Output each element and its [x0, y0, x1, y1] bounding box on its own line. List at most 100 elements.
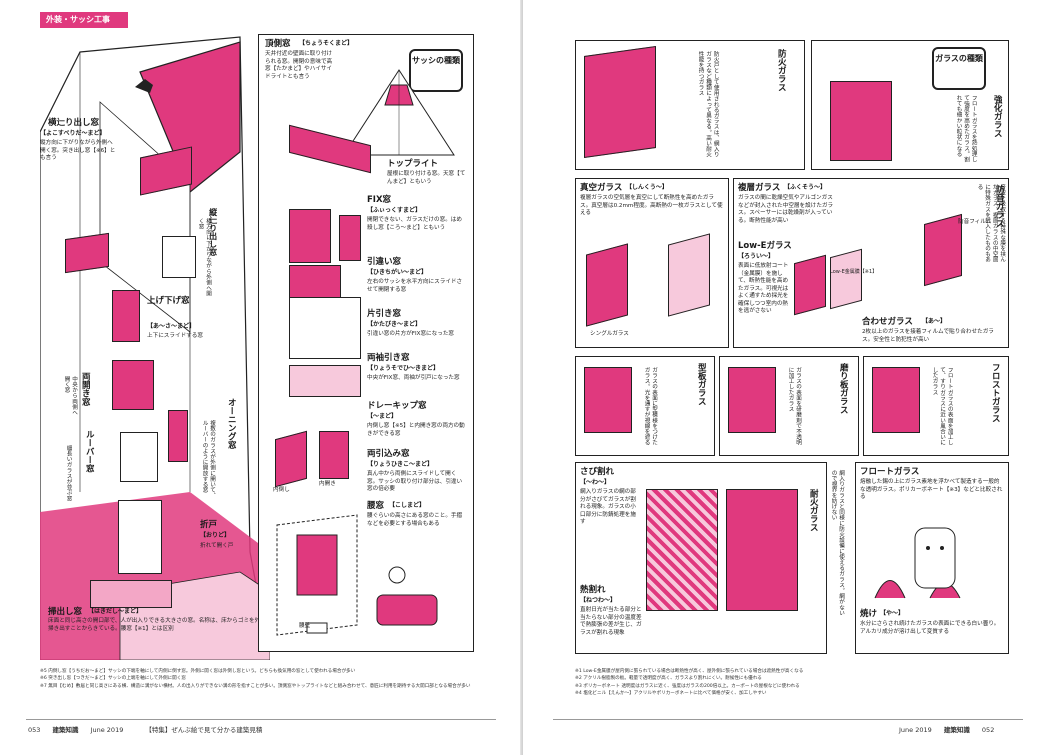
glass-kyoka [830, 81, 892, 161]
reading-drey: 【〜まど】 [367, 413, 398, 420]
label-hikichigai: 引違い窓 [367, 257, 402, 267]
reading-fukuso: 【ふくそう〜】 [784, 184, 827, 191]
desc-ryobiraki: 中央から両側へ開く窓 [63, 376, 78, 416]
caption-lowe-film: Low-E金属膜【※1】 [830, 269, 878, 275]
magazine-name-right: 建築知識 [943, 726, 970, 734]
left-page: 外装・サッシ工事 横辷り出し窓 【よこすべりだ〜まど】 縦方向に下がりながら外側… [0, 0, 522, 755]
desc-hikichigai: 左右のサッシを水平方向にスライドさせて開閉する窓 [367, 279, 463, 293]
footnote-4: ※4 塩化ビニル【えんか〜】アクリルやポリカーボネートに比べて価格が安く、加工し… [575, 691, 767, 697]
label-oning: オーニング窓 [226, 398, 237, 449]
label-toplight: トップライト [387, 159, 439, 169]
label-shinku: 真空ガラス [580, 183, 623, 193]
label-bouon: 防音ガラス [994, 185, 1005, 228]
label-agesage: 上げ下げ窓 [147, 296, 190, 306]
label-fukuso: 複層ガラス [738, 183, 781, 193]
label-lowe: Low-Eガラス [738, 241, 792, 251]
footnote-3: ※3 ポリカーボネート 透明度はガラスに近く、強度はガラスの200倍以上。カーポ… [575, 683, 800, 689]
desc-louver: 細長いガラスが並ぶ窓 [65, 445, 72, 501]
desc-netsuware: 直射日光が当たる部分と当たらない部分の温度差で熱膨張の差が生じ、ガラスが割れる現… [580, 607, 642, 636]
reading-shinku: 【しんくう〜】 [626, 184, 668, 191]
caption-single: シングルガラス [590, 331, 629, 337]
desc-suri: ガラスの表面を研磨剤で不透明に加工したガラス [787, 367, 802, 446]
label-yokosuberi: 横辷り出し窓 [48, 118, 100, 128]
window-tatesuberi [65, 232, 109, 274]
footnote-2: ※2 アクリル樹脂製の板。軽量で透明度が高く、ガラスより割れにくい。耐候性にも優… [575, 676, 762, 682]
window-louver [120, 432, 158, 482]
reading-fix: 【ふぃっくすまど】 [367, 207, 422, 214]
desc-lowe: 表面に低放射コート（金属膜）を施して、断熱性能を高めたガラス。可視光はよく通すた… [738, 263, 789, 315]
toplight-svg [343, 69, 455, 156]
desc-tenso: 天井付近の壁面に取り付けられる窓。開閉の意味で高窓【たかまど】やハイサイドライト… [265, 51, 333, 80]
label-tenso: 頂側窓 [265, 39, 291, 49]
desc-drey: 内倒し窓【※5】と内開き窓の両方の動きができる窓 [367, 423, 465, 437]
label-yake: 焼け [860, 609, 878, 619]
book-gutter [520, 0, 525, 755]
desc-bouon: 音波を吸収する特殊な膜を挟んだガラス。複層ガラスの中空層に特殊ガスを封入したもの… [976, 184, 1006, 263]
reading-hikichigai: 【ひきちがい〜まど】 [367, 269, 428, 276]
reading-ryosode: 【りょうそでひ〜きまど】 [367, 365, 440, 372]
footnote-7: ※7 無目【むめ】敷居と同じ高さにある横、構造に溝がない横材。人の出入りができな… [40, 683, 471, 689]
label-taika: 耐火ガラス [808, 489, 819, 532]
issue-right: June 2019 [899, 726, 932, 734]
desc-tatesuberi: 横方向に下がりながら外側へ開く窓 [197, 218, 212, 297]
right-footnotes: ※1 Low-E金属膜が屋内側に張られている場合は断熱性が高く、屋外側に張られて… [575, 668, 1015, 697]
right-footer: June 2019 建築知識 052 [899, 724, 994, 734]
label-kata: 型板ガラス [696, 363, 707, 406]
footnote-5: ※5 内倒し窓【うちだお〜まど】サッシの下端を軸にして内側に倒す窓。外側に開く窓… [40, 669, 356, 674]
label-kyoka: 強化ガラス [992, 95, 1003, 138]
panel-suri: 磨り板ガラス ガラスの表面を研磨剤で不透明に加工したガラス [719, 356, 859, 456]
label-drey: ドレーキップ窓 [367, 401, 427, 411]
label-koshi: 腰窓 [367, 501, 385, 511]
desc-frost: フロートガラスの表面を加工して、すりガラスに近い風合いにしたガラス [931, 367, 953, 446]
label-tatesuberi: 縦辷り出し窓 [208, 208, 218, 256]
label-suri: 磨り板ガラス [838, 363, 849, 414]
label-awase: 合わせガラス [862, 317, 913, 327]
reading-tenso: 【ちょうそくまど】 [299, 40, 354, 47]
left-footnotes: ※5 内倒し窓【うちだお〜まど】サッシの下端を軸にして内側に倒す窓。外側に開く窓… [40, 668, 480, 690]
page-number-left: 053 [28, 726, 41, 734]
desc-koshi: 腰ぐらいの高さにある窓のこと。手摺などを必要とする場合もある [367, 513, 463, 527]
caption-koshikabe: 腰壁 [299, 623, 311, 629]
glass-boka [584, 45, 656, 159]
panel-boka: 防火ガラス 防火戸として使用されるガラスは、網入りガラスなど種類によって異なる。… [575, 40, 805, 170]
panel-kata: 型板ガラス ガラスの表面に型模様をつけたガラス。光を通すが視線を遮る [575, 356, 715, 456]
desc-toplight: 屋根に取り付ける窓。天窓【てんまど】ともいう [387, 171, 466, 185]
panel-kyoka: ガラスの種類 強化ガラス フロートガラスを熱処理して強度を高めたガラス。割れても… [811, 40, 1009, 170]
label-louver: ルーバー窓 [84, 430, 95, 473]
desc-float: 熔融した錫の上にガラス素地を浮かべて製造する一般的な透明ガラス。ポリカーボネート… [860, 479, 1003, 501]
glass-shinku-2 [668, 233, 710, 317]
right-footer-line [553, 719, 1023, 720]
label-oritobira: 折戸 [200, 520, 218, 530]
feature-title: 【特集】ぜんぶ絵で見て分かる建築見積 [145, 726, 263, 734]
glass-lowe-2 [830, 248, 862, 310]
page-number-right: 052 [981, 726, 995, 734]
label-fix: FIX窓 [367, 195, 392, 205]
caption-uchibiraki: 内開き [319, 481, 336, 487]
desc-agesage: 上下にスライドする窓 [147, 333, 203, 339]
glass-awase [924, 213, 962, 287]
window-ryosode [289, 365, 361, 397]
section-tag: 外装・サッシ工事 [40, 12, 128, 28]
glass-lowe [794, 254, 826, 316]
caption-uchidaoshi: 内倒し [273, 487, 290, 493]
desc-kata: ガラスの表面に型模様をつけたガラス。光を通すが視線を遮る [643, 367, 658, 446]
reading-yokosuberi: 【よこすべりだ〜まど】 [40, 130, 106, 137]
left-footer: 053 建築知識 June 2019 【特集】ぜんぶ絵で見て分かる建築見積 [28, 724, 262, 734]
building-illustration [39, 32, 271, 661]
panel-sabi-taika: さび割れ 【〜わ〜】 網入りガラスの網の部分がさびてガラスが割れる現象。ガラスの… [575, 462, 827, 654]
label-frost: フロストガラス [990, 363, 1001, 423]
window-ryobiraki [112, 360, 154, 410]
glass-suri [728, 367, 776, 433]
room-svg [276, 514, 438, 636]
door-hakidashi [90, 580, 172, 608]
desc-yake: 水分にさらされ続けたガラスの表面にできる白い曇り。アルカリ成分が溶け出して変質す… [860, 621, 1000, 635]
desc-ryosode: 中央がFIX窓、両袖が引戸になった窓 [367, 375, 460, 381]
desc-fix: 開閉できない、ガラスだけの窓。はめ殺し窓【ころ〜まど】ともいう [367, 217, 462, 231]
desc-boka: 防火戸として使用されるガラスは、網入りガラスなど種類によって異なる。高い耐火性能… [697, 51, 719, 158]
desc-fukuso: ガラスの間に乾燥空気やアルゴンガスなどが封入された中空層を設けたガラス。スペーサ… [738, 195, 834, 224]
hakidashi-note: 掃出し窓 【はきだし〜まど】 床面と同じ高さの開口部で、人が出入りできる大きさの… [40, 605, 268, 639]
desc-hakidashi: 床面と同じ高さの開口部で、人が出入りできる大きさの窓。名称は、床からゴミを外へ掃… [48, 618, 266, 632]
glass-sabi [646, 489, 718, 611]
reading-agesage: 【あ〜さ〜まど】 [147, 323, 196, 330]
reading-hakidashi: 【はきだし〜まど】 [88, 608, 143, 615]
